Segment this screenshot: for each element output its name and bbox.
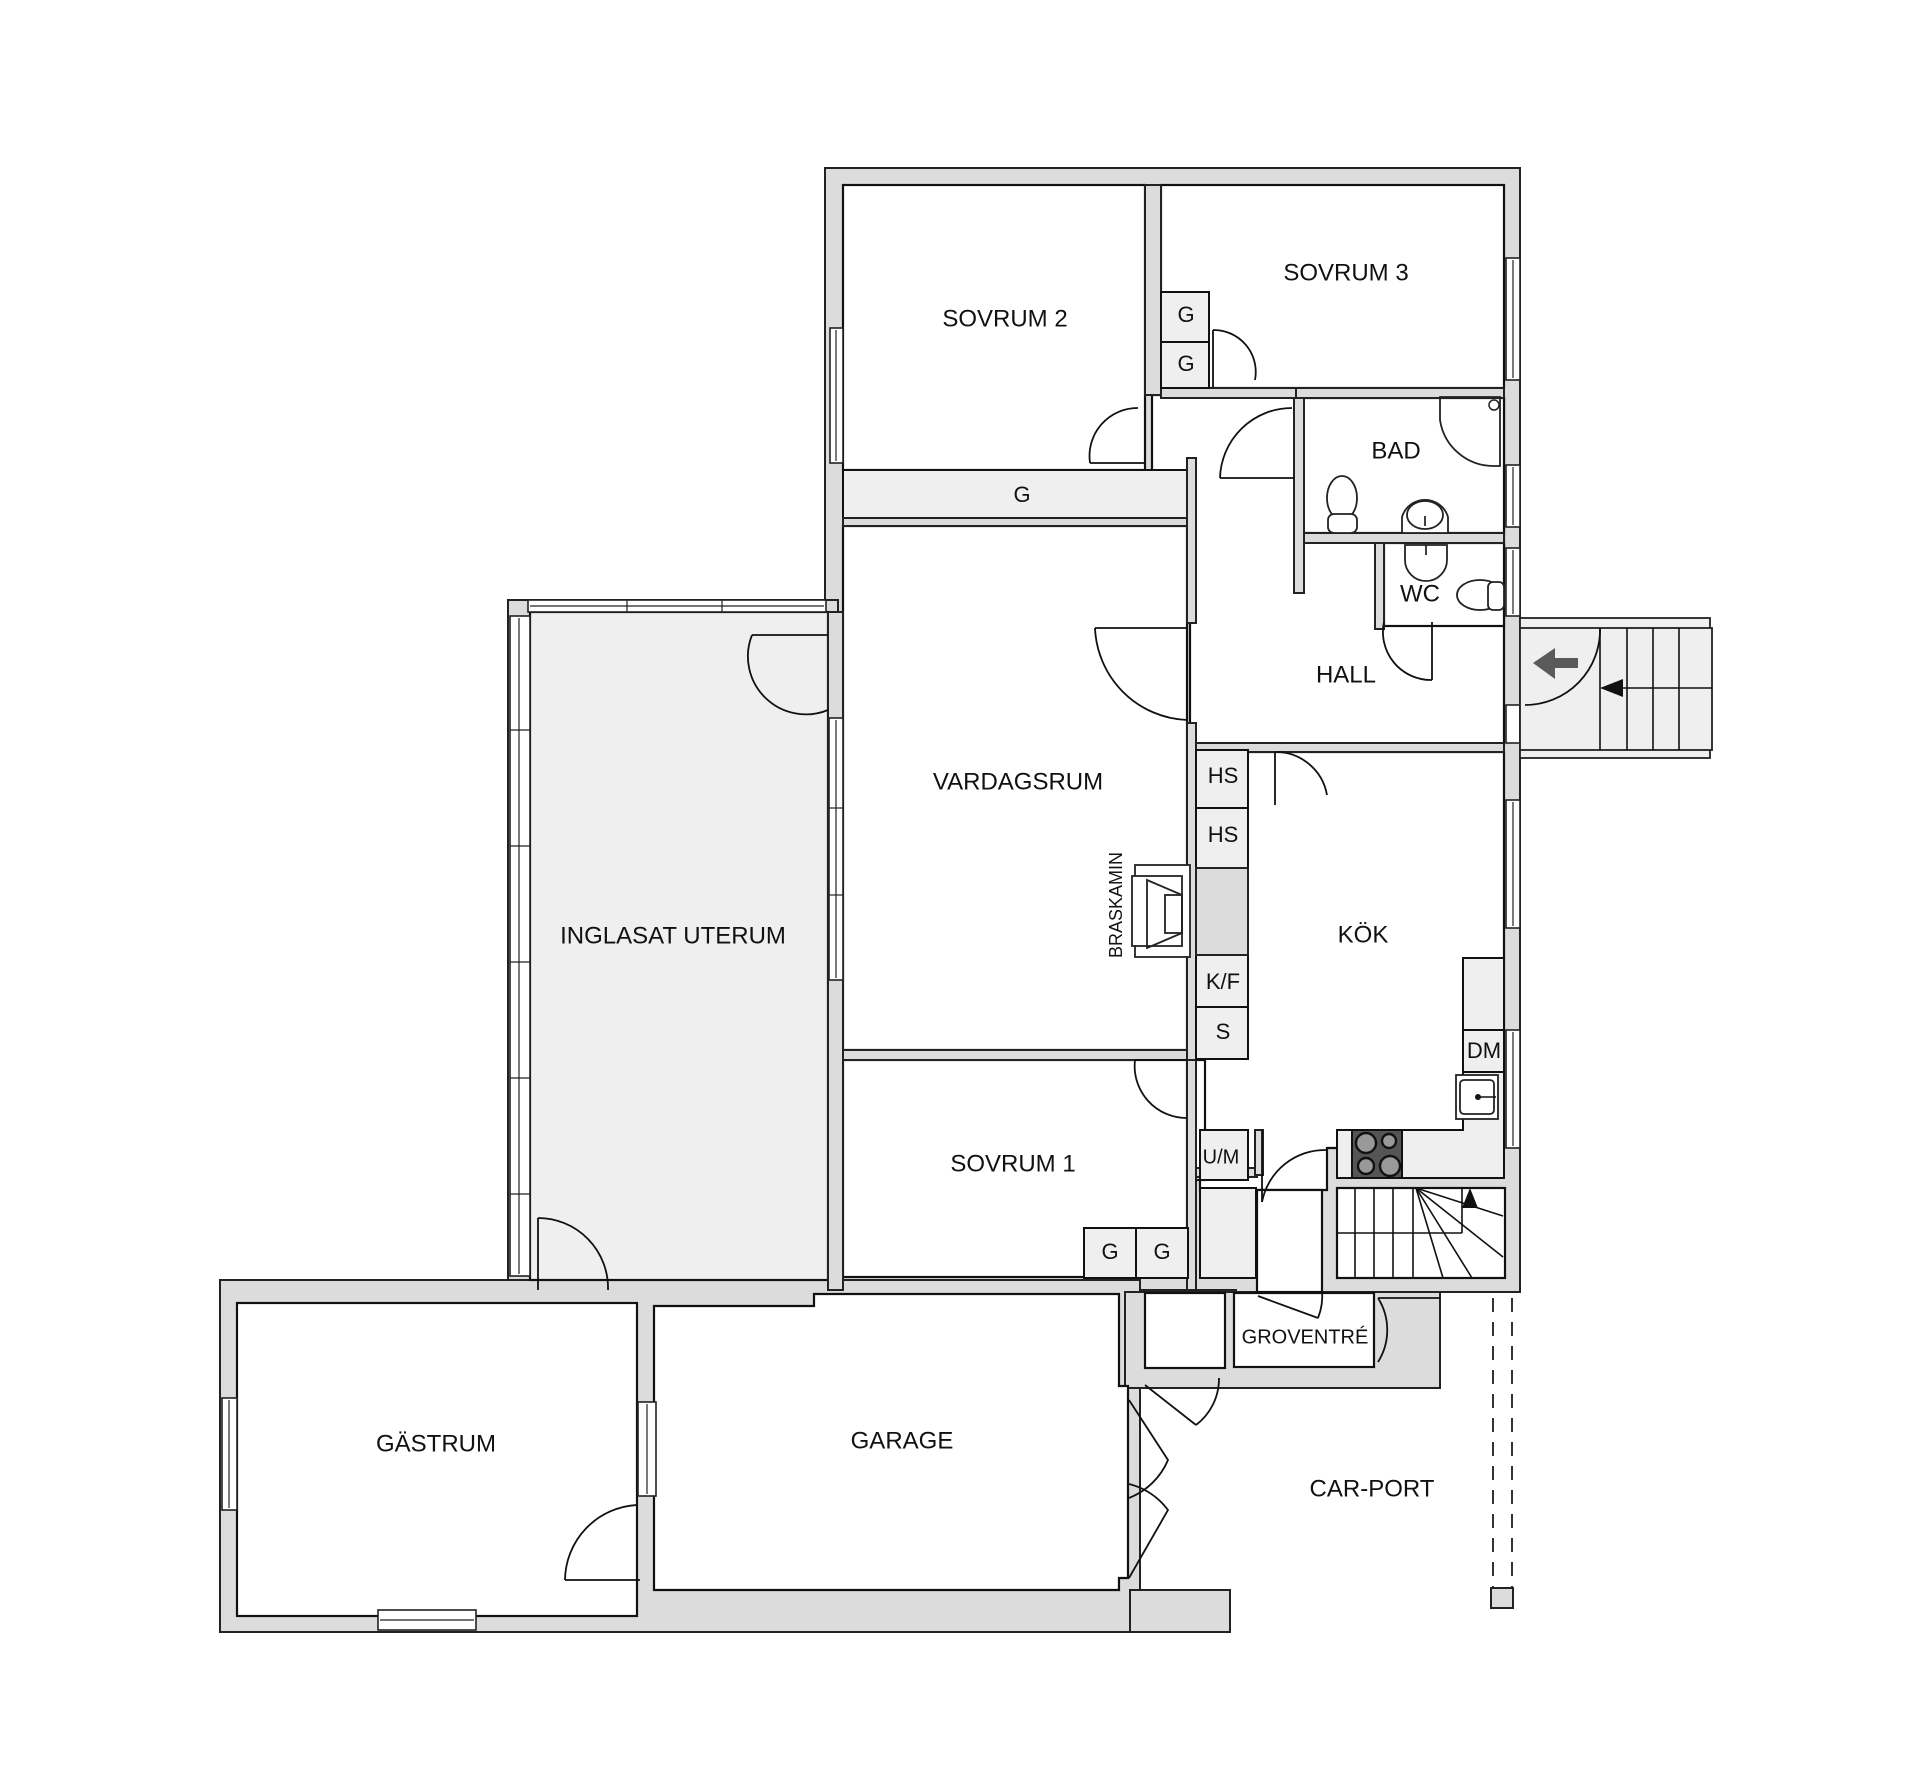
carport-outline [1490, 1298, 1514, 1609]
room-vardagsrum [841, 524, 1189, 1052]
label-closet-g: G [1153, 1239, 1170, 1264]
label-hs: HS [1208, 822, 1239, 847]
shower-icon [1439, 396, 1501, 467]
stairs-down-arrow-icon [1600, 679, 1623, 697]
sink-icon [1401, 498, 1449, 534]
room-sovrum-3 [1159, 183, 1506, 390]
label-closet-g: G [1013, 482, 1030, 507]
closet-g-long [842, 469, 1188, 519]
label-closet-g: G [1177, 302, 1194, 327]
label-vardagsrum: VARDAGSRUM [933, 768, 1103, 795]
room-storage [1143, 1291, 1227, 1370]
labels: SOVRUM 2 SOVRUM 3 BAD WC HALL VARDAGSRUM… [376, 259, 1501, 1502]
entrance-arrow-icon [1533, 648, 1578, 679]
label-hs: HS [1208, 763, 1239, 788]
stairs-up-arrow-icon [1462, 1188, 1478, 1208]
room-gastrum [235, 1301, 639, 1618]
label-sovrum-1: SOVRUM 1 [950, 1150, 1075, 1177]
label-kok: KÖK [1338, 921, 1389, 948]
label-dm: DM [1467, 1038, 1501, 1063]
label-hall: HALL [1316, 661, 1376, 688]
label-wc: WC [1400, 580, 1440, 607]
toilet-icon [1456, 579, 1505, 611]
label-closet-g: G [1177, 351, 1194, 376]
label-gastrum: GÄSTRUM [376, 1430, 496, 1457]
label-bad: BAD [1371, 437, 1420, 464]
room-sovrum-2 [841, 183, 1147, 472]
label-um: U/M [1203, 1146, 1240, 1168]
kitchen-fixtures [1351, 1074, 1499, 1179]
label-groventre: GROVENTRÉ [1242, 1325, 1369, 1348]
room-inglasat-uterum [528, 610, 830, 1282]
room-groventre [1232, 1291, 1376, 1369]
label-braskamin: BRASKAMIN [1106, 852, 1126, 958]
toilet-icon [1326, 475, 1358, 534]
room-stair-hall [1255, 1188, 1324, 1294]
label-garage: GARAGE [851, 1427, 954, 1454]
stairs [1335, 617, 1713, 1280]
label-sovrum-2: SOVRUM 2 [942, 305, 1067, 332]
bath-fixtures [1326, 396, 1505, 611]
closets [1083, 291, 1505, 1279]
label-s: S [1216, 1019, 1231, 1044]
carport-post [1490, 1587, 1514, 1609]
label-kf: K/F [1206, 969, 1240, 994]
label-closet-g: G [1101, 1239, 1118, 1264]
room-floors [235, 183, 1506, 1618]
windows [221, 257, 1521, 1631]
label-carport: CAR-PORT [1310, 1475, 1435, 1502]
label-sovrum-3: SOVRUM 3 [1283, 259, 1408, 286]
room-garage [652, 1292, 1130, 1592]
label-inglasat-uterum: INGLASAT UTERUM [560, 922, 786, 949]
sink-icon [1404, 544, 1448, 582]
